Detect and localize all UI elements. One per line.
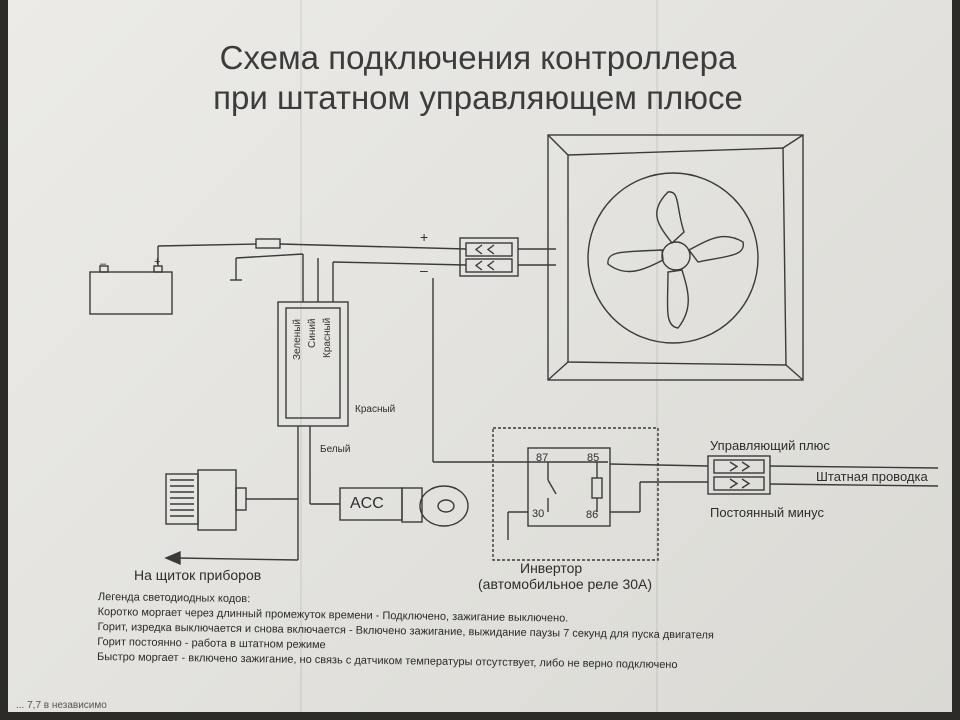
wire-ground	[235, 253, 304, 259]
key-head	[419, 485, 469, 527]
label-acc: ACC	[350, 495, 384, 512]
fan-outer-frame	[547, 134, 804, 381]
relay-box	[527, 447, 611, 527]
relay-switch-blade	[547, 479, 557, 495]
control-connector	[707, 455, 939, 495]
label-relay-85: 85	[587, 452, 600, 464]
sensor-hex	[197, 469, 237, 531]
ignition-acc	[339, 485, 469, 527]
inverter-dashed-box	[492, 427, 659, 561]
fuse	[255, 238, 281, 249]
wire-factory-minus	[769, 483, 939, 487]
fan-connector-body	[459, 237, 519, 277]
wire-plus-fuse-to-connector	[279, 243, 467, 250]
fan-blade	[666, 269, 689, 329]
battery	[89, 246, 173, 315]
wire-85-to-connector	[609, 463, 709, 467]
label-constant-minus: Постоянный минус	[710, 505, 824, 520]
label-wire-red-vertical: Красный	[322, 317, 333, 358]
label-minus: –	[420, 262, 428, 278]
fan-connector-chevron	[474, 260, 495, 271]
label-wire-blue: Синий	[307, 318, 318, 348]
label-relay-30: 30	[532, 508, 545, 520]
fan-hub	[661, 241, 691, 271]
page-bottom-fragment: ... 7,7 в независимо	[16, 700, 107, 711]
label-relay-86: 86	[586, 509, 599, 521]
label-relay-87: 87	[536, 452, 549, 464]
label-inverter: Инвертор	[520, 560, 583, 576]
fan-connector-pin	[465, 258, 513, 273]
fan-blade	[656, 191, 685, 245]
control-connector-pin	[713, 476, 765, 491]
label-battery-minus: –	[100, 258, 107, 270]
fan-blade	[607, 249, 664, 273]
fan-frame-corner	[547, 134, 569, 156]
title-line-1: Схема подключения контроллера	[219, 39, 737, 76]
paper-sheet: Схема подключения контроллера при штатно…	[8, 0, 952, 712]
wire-plus-battery-to-fuse	[157, 243, 257, 247]
temperature-sensor	[165, 469, 298, 531]
label-battery-plus: +	[154, 256, 161, 268]
key-hole	[437, 499, 455, 513]
label-control-plus: Управляющий плюс	[710, 438, 830, 453]
controller-box	[164, 254, 349, 566]
controller-outer	[277, 301, 349, 427]
fan-blade	[687, 235, 744, 263]
dashboard-arrow	[164, 550, 181, 566]
title-line-2: при штатном управляющем плюсе	[213, 79, 743, 116]
label-wire-green: Зеленый	[292, 319, 303, 360]
label-wire-red: Красный	[355, 404, 396, 415]
label-dashboard: На щиток приборов	[134, 567, 262, 583]
controller-inner	[285, 307, 341, 419]
control-connector-body	[707, 455, 771, 495]
sensor-tip	[235, 487, 247, 511]
label-wire-white: Белый	[320, 444, 351, 455]
fan-connector	[459, 237, 556, 277]
label-factory-wiring: Штатная проводка	[816, 469, 928, 484]
fan-frame-corner	[782, 134, 804, 149]
ground-symbol	[230, 253, 304, 281]
wire-minus-to-connector	[332, 261, 467, 266]
label-inverter-subtitle: (автомобильное реле 30А)	[478, 576, 653, 592]
fan-assembly	[547, 134, 804, 381]
label-plus: +	[420, 229, 429, 245]
led-legend: Легенда светодиодных кодов: Коротко морг…	[97, 590, 858, 676]
fan-frame-corner	[547, 361, 569, 381]
fan-ring	[587, 172, 759, 344]
fold-line-vertical-right	[656, 0, 658, 712]
fan-connector-chevron	[474, 244, 495, 255]
diagram-title: Схема подключения контроллера при штатно…	[158, 38, 798, 118]
wire-red-to-dashboard	[177, 557, 299, 561]
fan-frame-corner	[785, 364, 804, 381]
fold-line-vertical	[300, 0, 302, 712]
key-body	[401, 487, 423, 523]
battery-body	[89, 271, 173, 315]
wire-factory-plus	[769, 465, 939, 469]
fan-connector-pin	[465, 242, 513, 257]
relay-coil	[591, 477, 603, 499]
wiring-diagram	[89, 134, 939, 566]
battery-terminal-minus	[99, 265, 109, 273]
control-connector-pin	[713, 459, 765, 474]
fan-inner-frame	[567, 147, 787, 366]
